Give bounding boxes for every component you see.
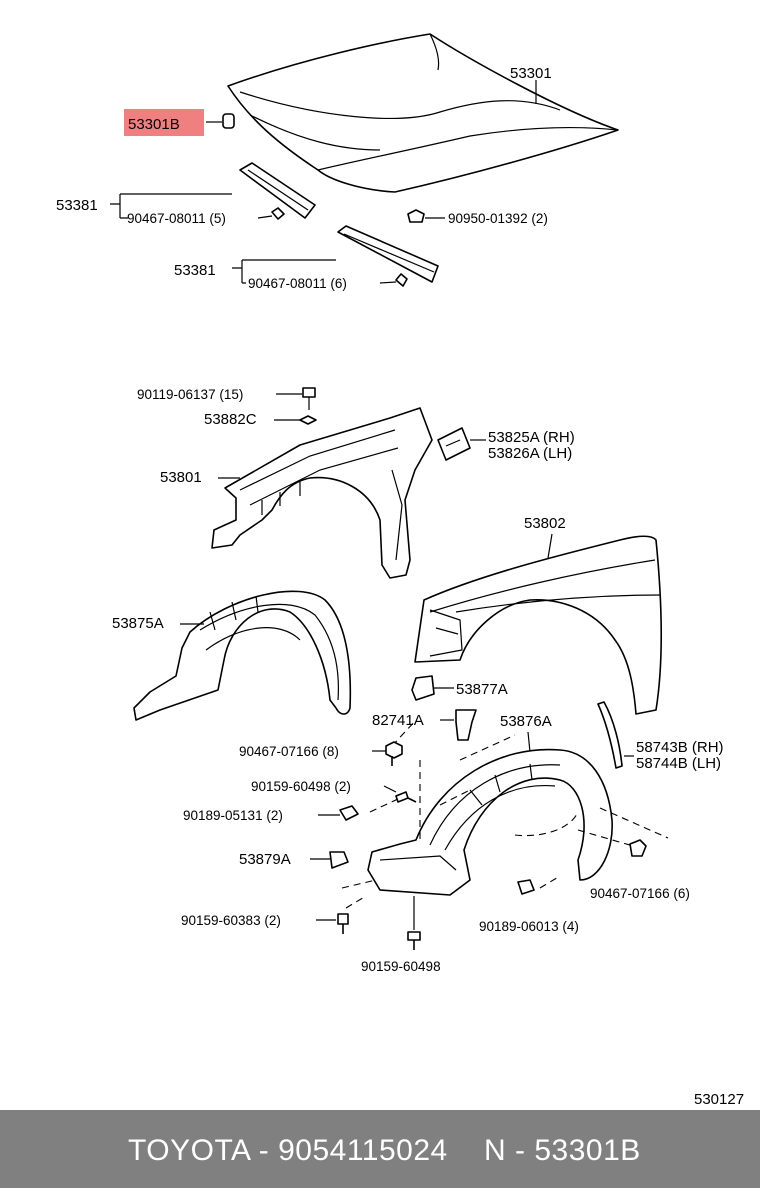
washer-part[interactable] xyxy=(299,415,317,425)
fender-part[interactable] xyxy=(414,535,663,715)
clip-013-part[interactable] xyxy=(517,879,535,895)
screw-498-part[interactable] xyxy=(407,931,421,950)
clip-131-label: 90189-05131 (2) xyxy=(183,808,283,823)
bolt-part[interactable] xyxy=(302,387,316,410)
seal-bottom-clip-label: 90467-08011 (6) xyxy=(248,276,347,291)
hood-seal-bottom-part[interactable] xyxy=(337,225,439,287)
apron-label: 53801 xyxy=(160,469,202,486)
hood-grommet-part[interactable] xyxy=(407,209,425,223)
footer-brand-part-number: TOYOTA - 9054115024 xyxy=(128,1134,448,1167)
bolt-label: 90119-06137 (15) xyxy=(137,387,243,402)
footer-bar: TOYOTA - 9054115024 N - 53301B xyxy=(0,1110,760,1188)
highlight-box xyxy=(124,109,204,136)
wheel-molding-part[interactable] xyxy=(597,701,623,769)
parts-diagram: 53301 53301B 53381 90467-08011 (5) 90950… xyxy=(56,33,744,1108)
diagram-number: 530127 xyxy=(694,1091,744,1108)
rear-liner-part[interactable] xyxy=(367,748,613,896)
liner-right-label: 53876A xyxy=(500,713,552,730)
bracket-877-part[interactable] xyxy=(411,675,435,701)
hood-part[interactable] xyxy=(227,33,619,193)
clip-8-label: 90467-07166 (8) xyxy=(239,744,339,759)
clip-8-part[interactable] xyxy=(385,741,403,766)
screw-383-label: 90159-60383 (2) xyxy=(181,913,281,928)
hood-grommet-label: 90950-01392 (2) xyxy=(448,211,548,226)
clip-6-part[interactable] xyxy=(629,839,647,857)
seal-top-clip-label: 90467-08011 (5) xyxy=(127,211,226,226)
hood-cushion-highlight[interactable]: 53301B xyxy=(124,109,235,136)
clip-879-part[interactable] xyxy=(329,851,349,869)
clip-879-label: 53879A xyxy=(239,851,291,868)
seal-bottom-label: 53381 xyxy=(174,262,216,279)
clip-131-part[interactable] xyxy=(339,805,359,821)
footer-reference-code: N - 53301B xyxy=(484,1134,641,1167)
clip-6-label: 90467-07166 (6) xyxy=(590,886,690,901)
clip-741-label: 82741A xyxy=(372,712,424,729)
hood-label: 53301 xyxy=(510,65,552,82)
front-liner-part[interactable] xyxy=(133,590,352,721)
washer-label: 53882C xyxy=(204,411,257,428)
bracket-rh-label: 53825A (RH) xyxy=(488,429,575,446)
screw-498-2-label: 90159-60498 (2) xyxy=(251,779,351,794)
bracket-877-label: 53877A xyxy=(456,681,508,698)
hood-seal-top-part[interactable] xyxy=(239,162,316,220)
screw-498-2-part[interactable] xyxy=(395,791,417,803)
hood-cushion-part xyxy=(222,113,235,129)
fender-apron-part[interactable] xyxy=(211,407,433,579)
bracket-lh-label: 53826A (LH) xyxy=(488,445,572,462)
liner-left-label: 53875A xyxy=(112,615,164,632)
fender-label: 53802 xyxy=(524,515,566,532)
bracket-rh-lh-part[interactable] xyxy=(437,427,471,461)
molding-rh-label: 58743B (RH) xyxy=(636,739,724,756)
molding-lh-label: 58744B (LH) xyxy=(636,755,721,772)
clip-741-part[interactable] xyxy=(455,709,477,741)
seal-top-label: 53381 xyxy=(56,197,98,214)
screw-498-label: 90159-60498 xyxy=(361,959,441,974)
highlight-label: 53301B xyxy=(128,116,180,133)
screw-383-part[interactable] xyxy=(337,913,349,934)
clip-013-label: 90189-06013 (4) xyxy=(479,919,579,934)
